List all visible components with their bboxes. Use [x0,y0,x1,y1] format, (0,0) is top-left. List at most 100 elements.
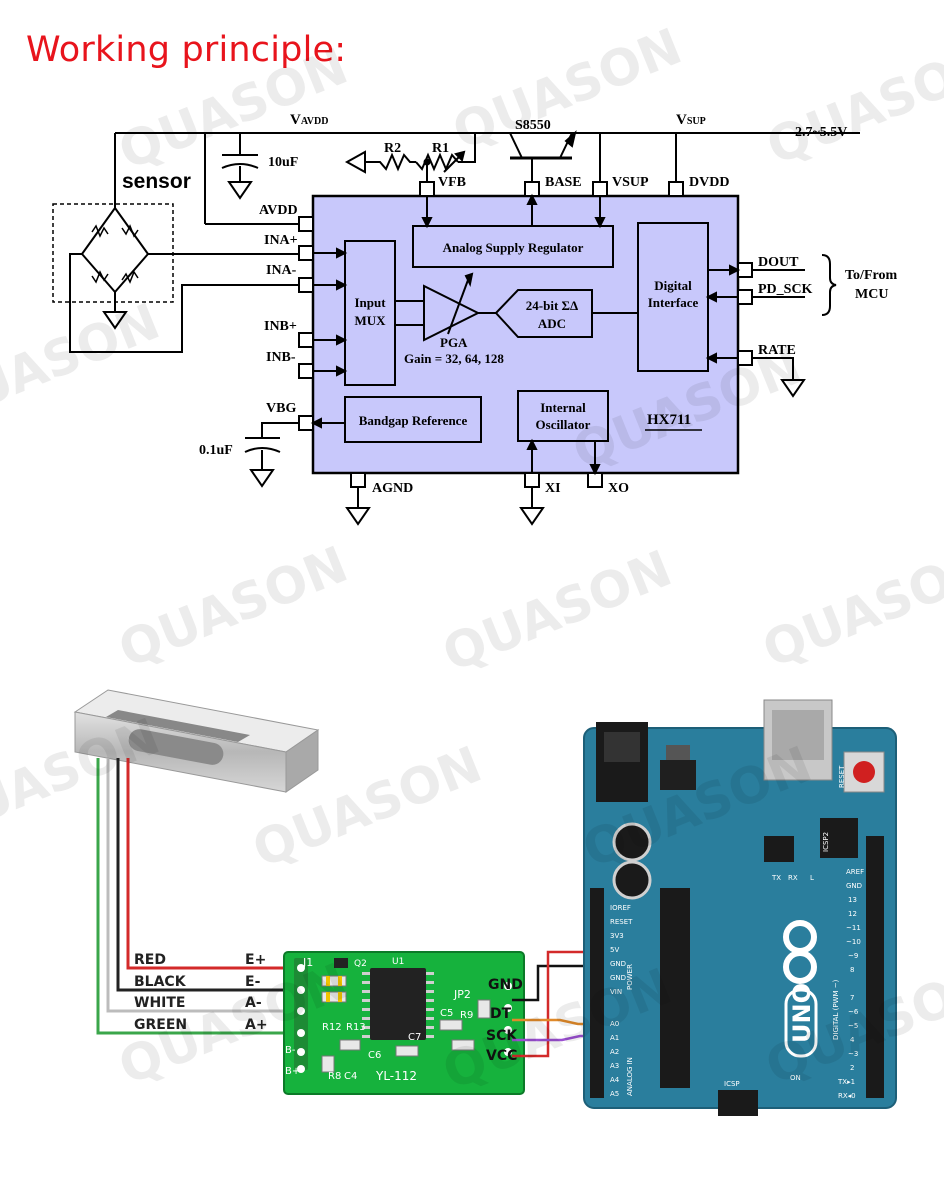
chip-name-label: HX711 [647,412,691,428]
oscillator-block [517,390,609,442]
ard-pin-gnd2: GND [610,974,626,982]
ard-icsp-label: ICSP [724,1080,740,1088]
part-q2: Q2 [354,959,367,969]
osc-label-line1: Internal [540,400,586,415]
regulator-block [412,225,614,268]
wire-labels: RED BLACK WHITE GREEN E+ E- A- A+ [134,952,268,1033]
page-heading: Working principle: [26,30,347,70]
module-pin-dt: DT [490,1006,512,1022]
ard-dpin-aref: AREF [846,868,864,876]
ard-dpin-12: 12 [848,910,857,918]
ard-pin-vin: VIN [610,988,622,996]
supply-voltage-label: 2.7~5.5V [795,125,847,140]
pin-vsup: VSUP [612,175,649,190]
regulator-label: Analog Supply Regulator [443,240,584,255]
pga-label: PGA [440,335,468,350]
ard-analog-label: ANALOG IN [626,1057,634,1096]
ard-pin-a2: A2 [610,1048,619,1056]
pin-dout: DOUT [758,255,799,270]
ard-pin-a3: A3 [610,1062,619,1070]
pin-agnd: AGND [372,481,413,496]
pin-inb-plus: INB+ [264,319,297,334]
r1-label: R1 [432,141,449,156]
ard-pin-a4: A4 [610,1076,620,1084]
ard-dpin-0: RX◂0 [838,1092,856,1100]
ard-digital-label: DIGITAL (PWM ~) [832,979,840,1040]
watermark-3: QUASON [759,32,944,176]
ard-dpin-1: TX▸1 [837,1078,855,1086]
svg-text:VAVDD: VAVDD [290,112,328,128]
module-pin-sck: SCK [486,1028,518,1044]
module-jp2-label: JP2 [453,988,471,1001]
ard-pin-ioref: IOREF [610,904,631,912]
r2-label: R2 [384,141,401,156]
wire-red-pin: E+ [245,952,266,968]
pin-xi: XI [545,481,561,496]
ard-dpin-13: 13 [848,896,857,904]
part-r9: R9 [460,1010,473,1021]
arduino-board-name: UNO [788,983,816,1043]
transistor-label: S8550 [515,118,551,133]
ard-led-tx: TX [771,874,781,882]
svg-text:VSUP: VSUP [676,112,706,128]
wire-black-name: BLACK [134,974,187,990]
rail-vsup-label: SUP [687,116,706,127]
hx711-schematic [52,130,860,526]
arduino-uno: UNO IOREF RESET 3V3 5V GND GND VIN A0 A1… [583,699,897,1116]
module-model-label: YL-112 [375,1069,417,1083]
ard-dpin-10: ~10 [846,938,861,946]
wire-white-pin: A- [245,995,262,1011]
hx711-module: J1 JP2 YL-112 B- B+ Q2 U1 R12 R13 R9 C5 … [283,951,525,1095]
pin-inb-minus: INB- [266,350,296,365]
part-c7: C7 [408,1032,421,1043]
ard-pin-a5: A5 [610,1090,619,1098]
ard-led-l: L [810,874,814,882]
ard-dpin-9: ~9 [848,952,858,960]
part-r13: R13 [346,1022,366,1033]
wire-green-pin: A+ [245,1017,268,1033]
ard-dpin-4: 4 [850,1036,855,1044]
watermark-6: QUASON [111,535,356,679]
ard-dpin-5: ~5 [848,1022,858,1030]
ard-reset-label: RESET [838,765,846,788]
digital-interface-block [637,222,709,372]
cap-10uf-label: 10uF [268,155,298,170]
digital-label-line2: Interface [648,295,699,310]
bandgap-label: Bandgap Reference [359,413,468,428]
ard-pin-3v3: 3V3 [610,932,624,940]
ard-power-label: POWER [626,964,634,990]
module-pin-gnd: GND [488,977,523,993]
wire-green-name: GREEN [134,1017,187,1033]
osc-label-line2: Oscillator [536,417,591,432]
adc-label-line2: ADC [538,316,566,331]
load-cell [73,689,320,793]
ard-dpin-2: 2 [850,1064,854,1072]
digital-label-line1: Digital [654,278,692,293]
part-u1: U1 [392,957,404,967]
pin-vfb: VFB [438,175,466,190]
cap-01uf-label: 0.1uF [199,443,233,458]
module-pin-b-plus: B+ [285,1066,300,1077]
pin-ina-plus: INA+ [264,233,298,248]
pin-base: BASE [545,175,582,190]
mcu-label-line2: MCU [855,287,888,302]
ard-dpin-8: 8 [850,966,854,974]
watermark-8: QUASON [755,535,944,679]
load-cell-wires [96,758,300,1035]
watermark-1: QUASON [111,37,356,181]
ard-dpin-11: ~11 [846,924,861,932]
mux-label-line1: Input [354,295,386,310]
pin-pd-sck: PD_SCK [758,282,813,297]
module-pin-vcc: VCC [486,1048,517,1064]
pin-ina-minus: INA- [266,263,297,278]
part-c6: C6 [368,1050,381,1061]
part-c4: C4 [344,1071,357,1082]
wire-red-name: RED [134,952,166,968]
wire-black-pin: E- [245,974,261,990]
sensor-label: sensor [122,170,191,193]
pin-xo: XO [608,481,629,496]
ard-dpin-gnd: GND [846,882,862,890]
rail-avdd-label: AVDD [301,116,329,127]
part-r8: R8 [328,1071,341,1082]
ard-pin-5v: 5V [610,946,619,954]
